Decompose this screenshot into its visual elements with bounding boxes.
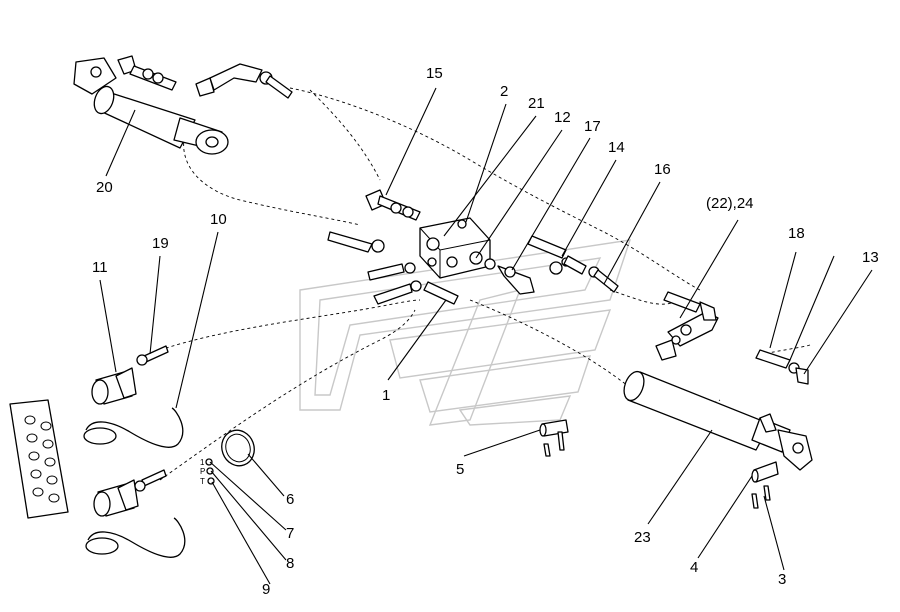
leader-lines — [99, 87, 873, 585]
callout-5: 5 — [456, 461, 464, 478]
valve-block — [327, 189, 619, 305]
callout-17: 17 — [584, 118, 601, 135]
upper-cylinder — [73, 55, 293, 155]
callout-22-24: (22),24 — [706, 195, 754, 212]
cap-letter-t: T — [200, 477, 205, 486]
cap-letter-1: 1 — [200, 458, 205, 467]
callout-15: 15 — [426, 65, 443, 82]
watermark-logo — [299, 239, 632, 426]
callout-10: 10 — [210, 211, 227, 228]
callout-14: 14 — [608, 139, 625, 156]
callout-6: 6 — [286, 491, 294, 508]
callout-19: 19 — [152, 235, 169, 252]
callout-23: 23 — [634, 529, 651, 546]
callout-20: 20 — [96, 179, 113, 196]
callout-2: 2 — [500, 83, 508, 100]
callout-18: 18 — [788, 225, 805, 242]
callout-7: 7 — [286, 525, 294, 542]
decal-plate — [9, 399, 69, 519]
callout-16: 16 — [654, 161, 671, 178]
callout-13: 13 — [862, 249, 879, 266]
callout-4: 4 — [690, 559, 698, 576]
callout-labels: 20 15 2 21 12 17 14 16 (22),24 18 13 10 … — [92, 65, 879, 598]
callout-21: 21 — [528, 95, 545, 112]
callout-3: 3 — [778, 571, 786, 588]
couplers — [83, 345, 186, 558]
callout-11: 11 — [92, 259, 108, 276]
callout-1: 1 — [382, 387, 390, 404]
callout-9: 9 — [262, 581, 270, 598]
callout-8: 8 — [286, 555, 294, 572]
callout-12: 12 — [554, 109, 571, 126]
cap-letter-p: P — [200, 467, 205, 476]
ring-and-caps — [205, 429, 255, 485]
right-cylinder — [623, 291, 813, 471]
cap-letters: 1 P T — [200, 458, 205, 486]
